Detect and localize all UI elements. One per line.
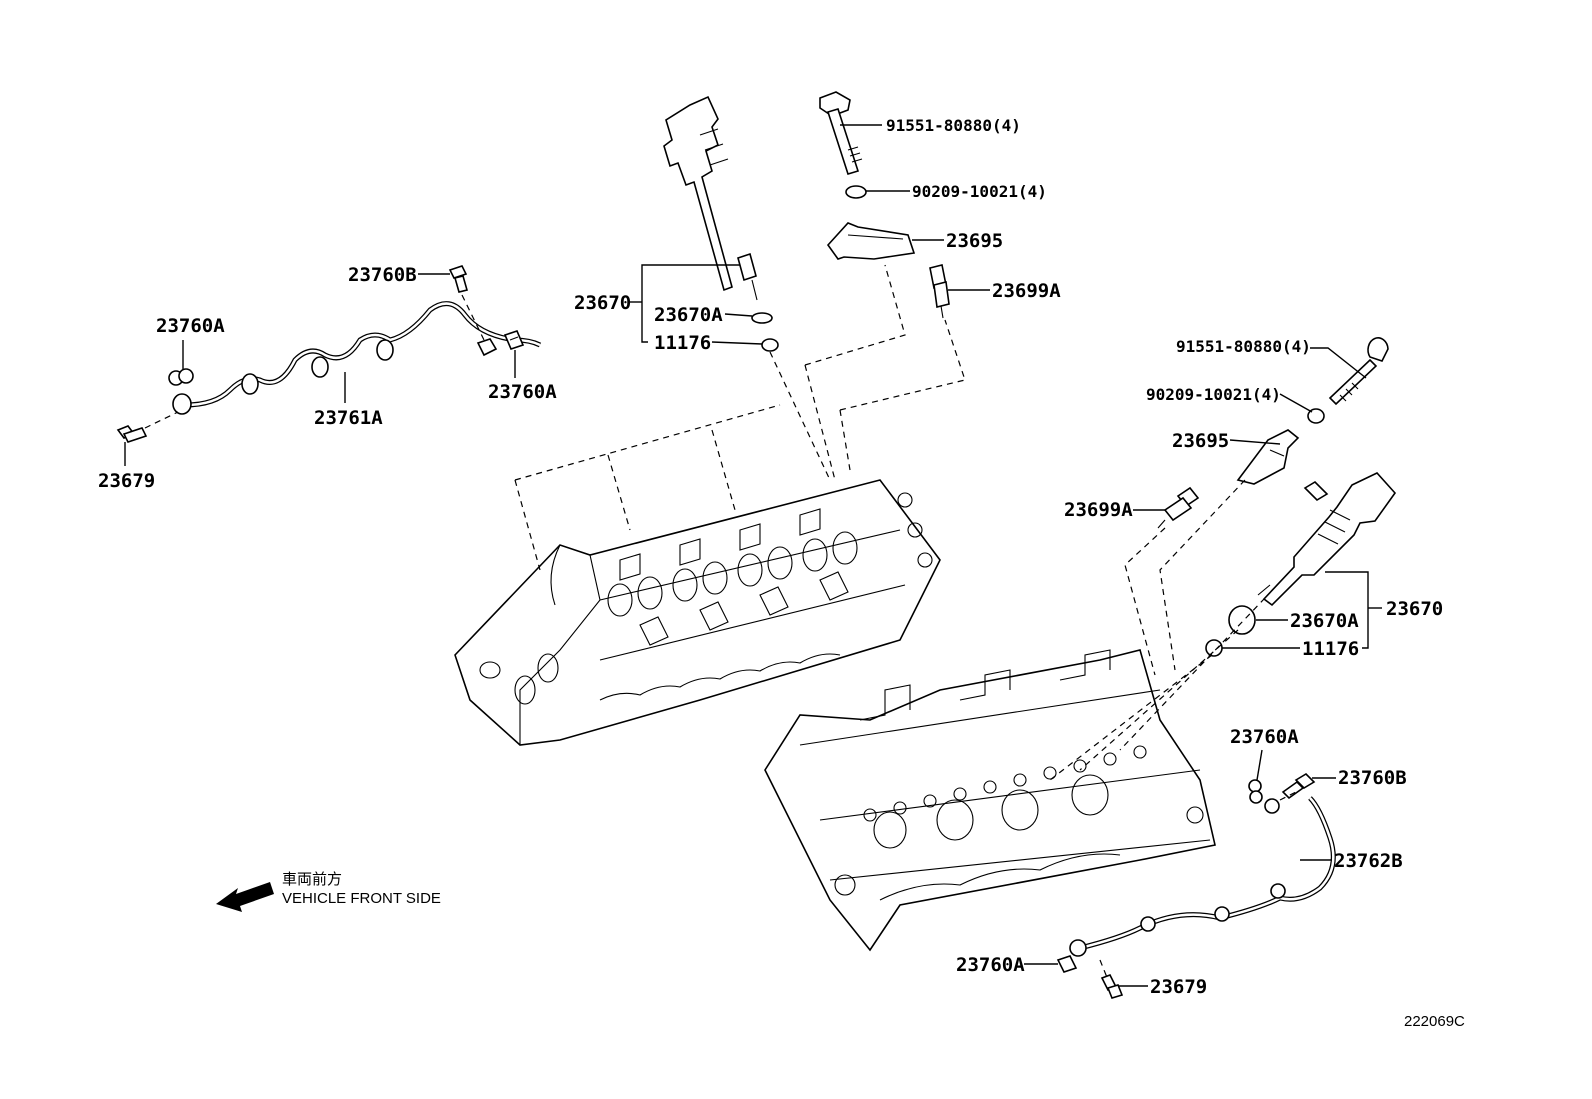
washer-right xyxy=(1307,408,1325,424)
clip-a-left-right xyxy=(503,330,525,350)
label-clip-a-right-bottom: 23760A xyxy=(956,954,1025,976)
bolt-left xyxy=(116,425,148,443)
clip-a-right-top xyxy=(1248,779,1263,804)
bolt-b-left xyxy=(448,265,468,293)
assembly-lines xyxy=(514,264,1266,781)
front-direction-arrow-icon xyxy=(216,882,274,912)
label-injector-right: 23670 xyxy=(1386,598,1443,620)
label-injector-top: 23670 xyxy=(574,292,631,314)
sensor-right xyxy=(1157,486,1200,529)
label-bolt-right: 91551-80880(4) xyxy=(1176,337,1311,356)
bolt-b-right xyxy=(1281,772,1316,800)
label-clip-a-right-top: 23760A xyxy=(1230,726,1299,748)
label-bolt-left: 23679 xyxy=(98,470,155,492)
clip-a-right-bottom xyxy=(1056,955,1078,973)
label-clamp-top: 23695 xyxy=(946,230,1003,252)
label-bolt-b-right: 23760B xyxy=(1338,767,1407,789)
label-washer-right: 90209-10021(4) xyxy=(1146,385,1281,404)
label-oring-top: 23670A xyxy=(654,304,723,326)
label-oring-right: 23670A xyxy=(1290,610,1359,632)
bolt-top xyxy=(819,91,863,175)
bolt-right xyxy=(1328,337,1389,406)
injector-right xyxy=(1257,472,1397,607)
injector-left xyxy=(663,95,758,301)
label-bolt-top: 91551-80880(4) xyxy=(886,116,1021,135)
pipe-left xyxy=(172,301,542,415)
label-pipe-right: 23762B xyxy=(1334,850,1403,872)
vehicle-front-arrow: 車両前方 VEHICLE FRONT SIDE xyxy=(216,871,441,912)
washer-top xyxy=(845,185,867,199)
clamp-right xyxy=(1236,429,1300,485)
label-bolt-right-bottom: 23679 xyxy=(1150,976,1207,998)
direction-english: VEHICLE FRONT SIDE xyxy=(282,890,441,907)
bolt-right-bottom xyxy=(1100,973,1124,999)
seal-left xyxy=(761,338,779,352)
label-clamp-right: 23695 xyxy=(1172,430,1229,452)
figure-code: 222069C xyxy=(1404,1013,1465,1030)
label-pipe-left: 23761A xyxy=(314,407,383,429)
left-cylinder-head xyxy=(454,479,941,746)
pipe-right xyxy=(1069,796,1336,957)
label-clip-a-left-top: 23760A xyxy=(156,315,225,337)
label-clip-a-left-right: 23760A xyxy=(488,381,557,403)
right-cylinder-head xyxy=(764,649,1216,952)
oring-left xyxy=(751,312,773,324)
label-seal-top: 11176 xyxy=(654,332,711,354)
direction-japanese: 車両前方 xyxy=(282,871,342,888)
clip-a-left-top xyxy=(168,368,194,386)
sensor-top xyxy=(929,264,950,319)
label-seal-right: 11176 xyxy=(1302,638,1359,660)
oring-right xyxy=(1228,605,1256,635)
leader-lines xyxy=(124,124,1382,987)
seal-right xyxy=(1205,639,1223,657)
label-bolt-b-left: 23760B xyxy=(348,264,417,286)
label-washer-top: 90209-10021(4) xyxy=(912,182,1047,201)
label-sensor-right: 23699A xyxy=(1064,499,1133,521)
clamp-top xyxy=(826,222,916,260)
label-sensor-top: 23699A xyxy=(992,280,1061,302)
